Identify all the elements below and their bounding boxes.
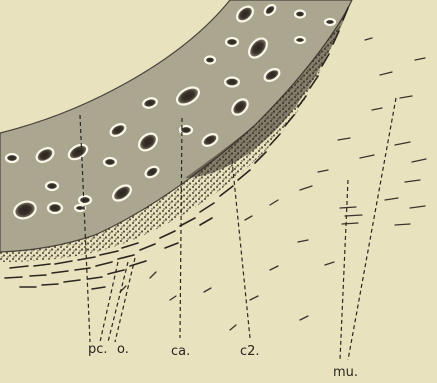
label-o: o. [117,342,129,357]
label-pc: pc. [88,342,108,357]
label-c2: c2. [240,344,260,359]
label-mu: mu. [333,365,358,380]
label-ca: ca. [171,344,190,359]
